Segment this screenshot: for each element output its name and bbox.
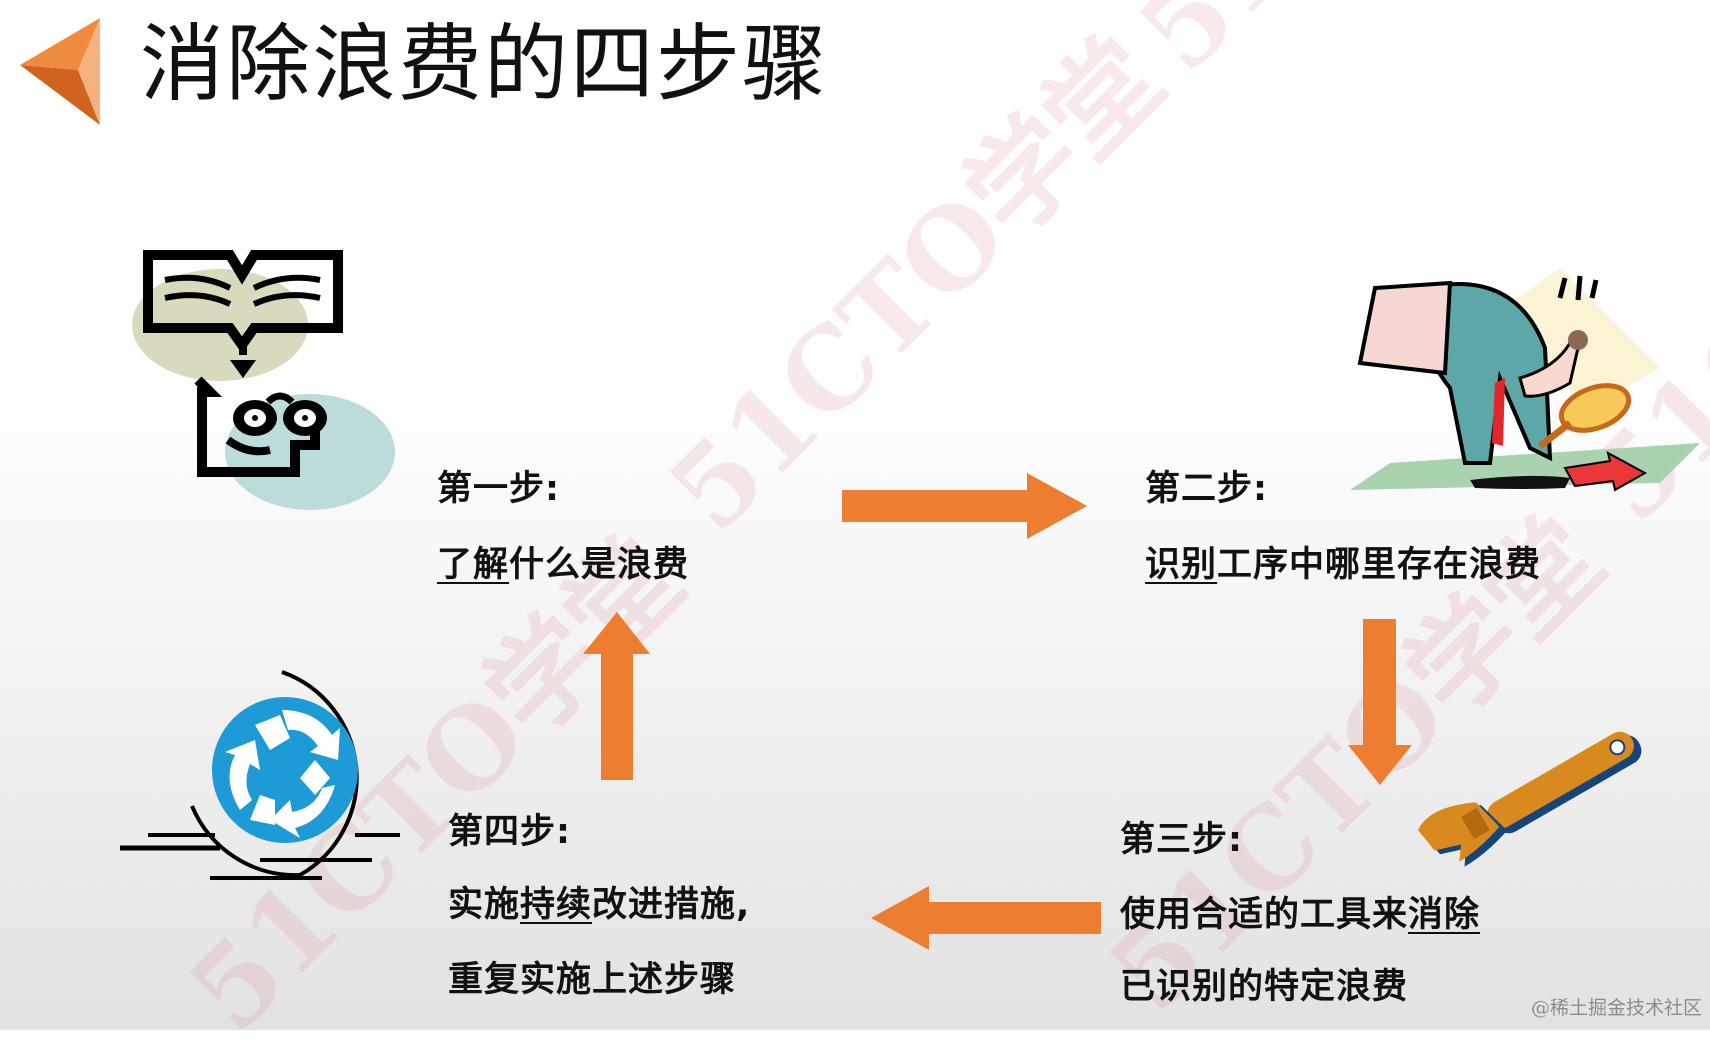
step-4-label: 第四步: [448,812,571,852]
book-to-head-icon [132,250,395,510]
step-4-description-line-2: 重复实施上述步骤 [448,958,736,1002]
recycle-icon [120,670,400,880]
step-3-label: 第三步: [1120,820,1243,860]
step-4-text-b: 改进措施, [592,885,751,925]
step-4-keyword: 持续 [520,885,593,925]
watermark: 51CTO学堂 [1097,0,1661,100]
step-1-label: 第一步: [437,469,560,509]
step-3-description-line-1: 使用合适的工具来消除 [1120,893,1480,937]
step-1-keyword: 了解 [437,545,510,585]
step-3-text: 使用合适的工具来 [1120,895,1409,935]
step-2-label: 第二步: [1145,469,1268,509]
title-pyramid-icon [20,18,100,125]
step-2-text: 工序中哪里存在浪费 [1217,545,1542,585]
step-3-description-line-2: 已识别的特定浪费 [1120,965,1408,1009]
arrow-right-icon [842,473,1087,539]
arrow-down-icon [1348,619,1412,785]
arrow-up-icon [583,612,650,780]
magnifier-inspector-icon [1350,268,1700,492]
wrench-icon [1418,731,1642,867]
step-4-description-line-1: 实施持续改进措施, [448,883,750,927]
step-3-keyword: 消除 [1408,895,1481,935]
source-credit: @稀土掘金技术社区 [1530,997,1702,1019]
step-1-text: 什么是浪费 [509,545,690,585]
step-4-text-2: 重复实施上述步骤 [448,960,737,1000]
page-title: 消除浪费的四步骤 [140,15,829,113]
step-2-keyword: 识别 [1145,545,1218,585]
step-4-text: 实施 [448,885,521,925]
step-1-description: 了解什么是浪费 [437,543,689,587]
step-3-text-2: 已识别的特定浪费 [1120,967,1409,1007]
step-2-description: 识别工序中哪里存在浪费 [1145,543,1541,587]
arrow-left-icon [871,886,1101,950]
